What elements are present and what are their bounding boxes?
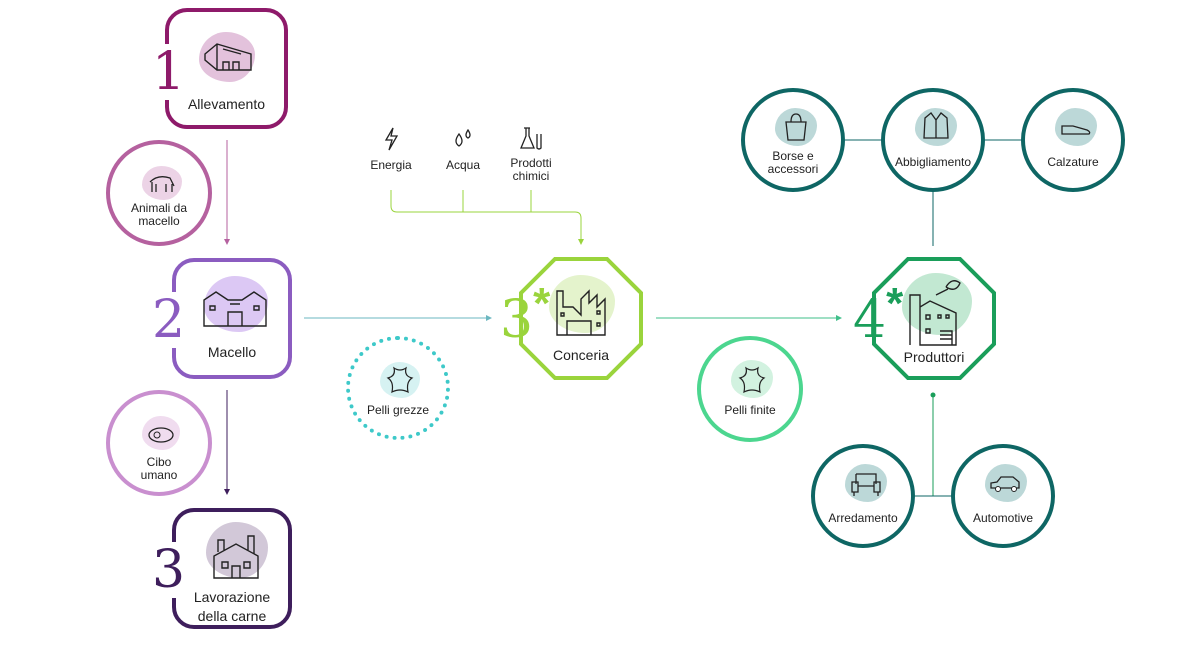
step-label: Produttori <box>903 349 965 365</box>
step-conceria[interactable]: Conceria <box>519 257 643 380</box>
flow-pelli-finite: Pelli finite <box>697 336 803 442</box>
product-label: Abbigliamento <box>894 155 972 169</box>
flow-label: Cibo umano <box>140 455 178 482</box>
flask-icon <box>520 127 542 150</box>
input-label: Acqua <box>445 158 481 172</box>
step-label: Allevamento <box>187 96 266 112</box>
jacket-icon <box>923 112 949 139</box>
step-number-digit: 3 <box>500 290 534 350</box>
shoe-icon <box>1061 125 1091 135</box>
asterisk: * <box>886 279 904 328</box>
flow-label: Pelli finite <box>724 403 776 417</box>
barn-icon <box>199 32 255 82</box>
step-label: Macello <box>207 344 257 360</box>
step-produttori[interactable]: Produttori <box>872 257 996 380</box>
step-number: 1 <box>152 42 186 102</box>
step-number: 2 <box>152 290 186 350</box>
tannery-icon <box>556 289 606 336</box>
product-label: Automotive <box>972 511 1034 525</box>
step-number: 4* <box>853 282 903 347</box>
step-label: Lavorazione della carne <box>193 589 271 624</box>
step-number: 3 <box>152 540 186 600</box>
flow-cibo: Cibo umano <box>106 390 212 496</box>
step-macello[interactable]: Macello <box>172 258 292 379</box>
flow-label: Animali da macello <box>130 201 188 228</box>
hide-icon <box>738 366 766 394</box>
cow-icon <box>149 176 175 192</box>
manufacturer-icon <box>909 280 961 346</box>
input-label: Prodotti chimici <box>510 156 552 183</box>
product-arredamento[interactable]: Arredamento <box>811 444 915 548</box>
input-prodotti-chimici: Prodotti chimici <box>501 126 561 183</box>
flow-label: Pelli grezze <box>366 403 430 417</box>
step-number: 3* <box>500 282 550 347</box>
product-label: Arredamento <box>828 511 898 525</box>
product-automotive[interactable]: Automotive <box>951 444 1055 548</box>
step-number-digit: 4 <box>853 290 887 350</box>
car-icon <box>990 476 1020 492</box>
step-lavorazione[interactable]: Lavorazione della carne <box>172 508 292 629</box>
water-drops-icon <box>455 128 471 147</box>
step-label: Conceria <box>552 347 610 363</box>
armchair-icon <box>851 473 881 496</box>
product-label: Borse e accessori <box>767 149 819 176</box>
flow-animali: Animali da macello <box>106 140 212 246</box>
hide-icon <box>386 366 414 394</box>
input-energia: Energia <box>361 126 421 172</box>
product-calzature[interactable]: Calzature <box>1021 88 1125 192</box>
input-label: Energia <box>370 158 412 172</box>
asterisk: * <box>533 279 551 328</box>
flow-pelli-grezze: Pelli grezze <box>346 336 450 440</box>
factory-icon <box>213 535 259 579</box>
barn-icon <box>204 43 252 71</box>
line-inputs-conceria <box>390 190 582 244</box>
slaughterhouse-icon <box>203 291 267 327</box>
product-label: Calzature <box>1047 155 1099 169</box>
product-abbigliamento[interactable]: Abbigliamento <box>881 88 985 192</box>
lightning-icon <box>384 127 399 151</box>
bag-icon <box>785 113 807 141</box>
steak-icon <box>148 427 174 443</box>
input-acqua: Acqua <box>433 126 493 172</box>
product-borse[interactable]: Borse e accessori <box>741 88 845 192</box>
step-allevamento[interactable]: Allevamento <box>165 8 288 129</box>
